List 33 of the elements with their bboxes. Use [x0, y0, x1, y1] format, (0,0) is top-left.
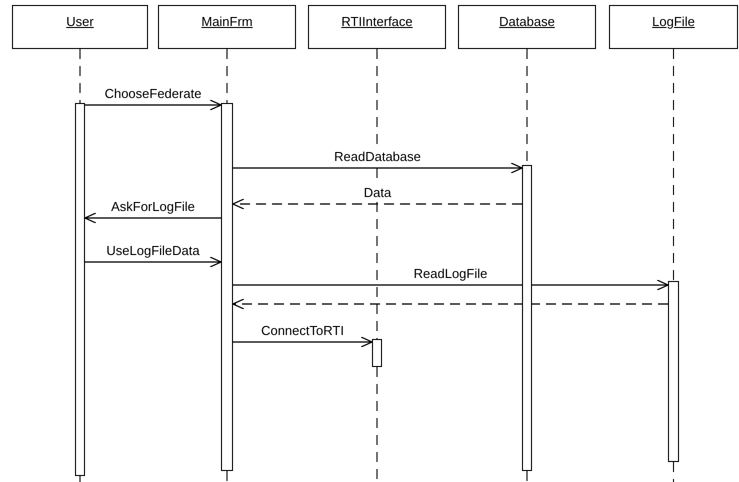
participant-box: [12, 5, 148, 49]
message-label: UseLogFileData: [104, 243, 202, 258]
message-arrow: [85, 99, 222, 111]
message-label: ConnectToRTI: [259, 323, 346, 338]
participant-box: [158, 5, 296, 49]
participant-box: [458, 5, 596, 49]
lifeline: [376, 48, 378, 340]
participant-name: RTIInterface: [341, 14, 413, 29]
lifeline: [673, 48, 674, 282]
participant-name: Database: [499, 14, 555, 29]
message-arrow: [85, 256, 222, 268]
lifeline: [226, 48, 228, 104]
activation-bar: [221, 103, 233, 471]
return-arrow: [232, 298, 668, 310]
message-label: ReadDatabase: [332, 149, 423, 164]
message-arrow: [233, 162, 523, 174]
message-label: ReadLogFile: [412, 266, 490, 281]
message-arrow: [233, 279, 669, 291]
participant-name: MainFrm: [201, 14, 253, 29]
activation-bar: [668, 281, 679, 462]
message-label: ChooseFederate: [102, 86, 204, 101]
message-arrow: [84, 212, 221, 224]
message-label: Data: [362, 185, 394, 200]
message-arrow: [233, 336, 373, 348]
participant-box: [308, 5, 446, 49]
participant-name: LogFile: [652, 14, 695, 29]
activation-bar: [75, 103, 85, 476]
participant-box: [609, 5, 738, 49]
activation-bar: [372, 339, 382, 367]
participant-name: User: [66, 14, 94, 29]
activation-bar: [522, 165, 532, 471]
return-arrow: [232, 198, 522, 210]
message-label: AskForLogFile: [109, 199, 197, 214]
